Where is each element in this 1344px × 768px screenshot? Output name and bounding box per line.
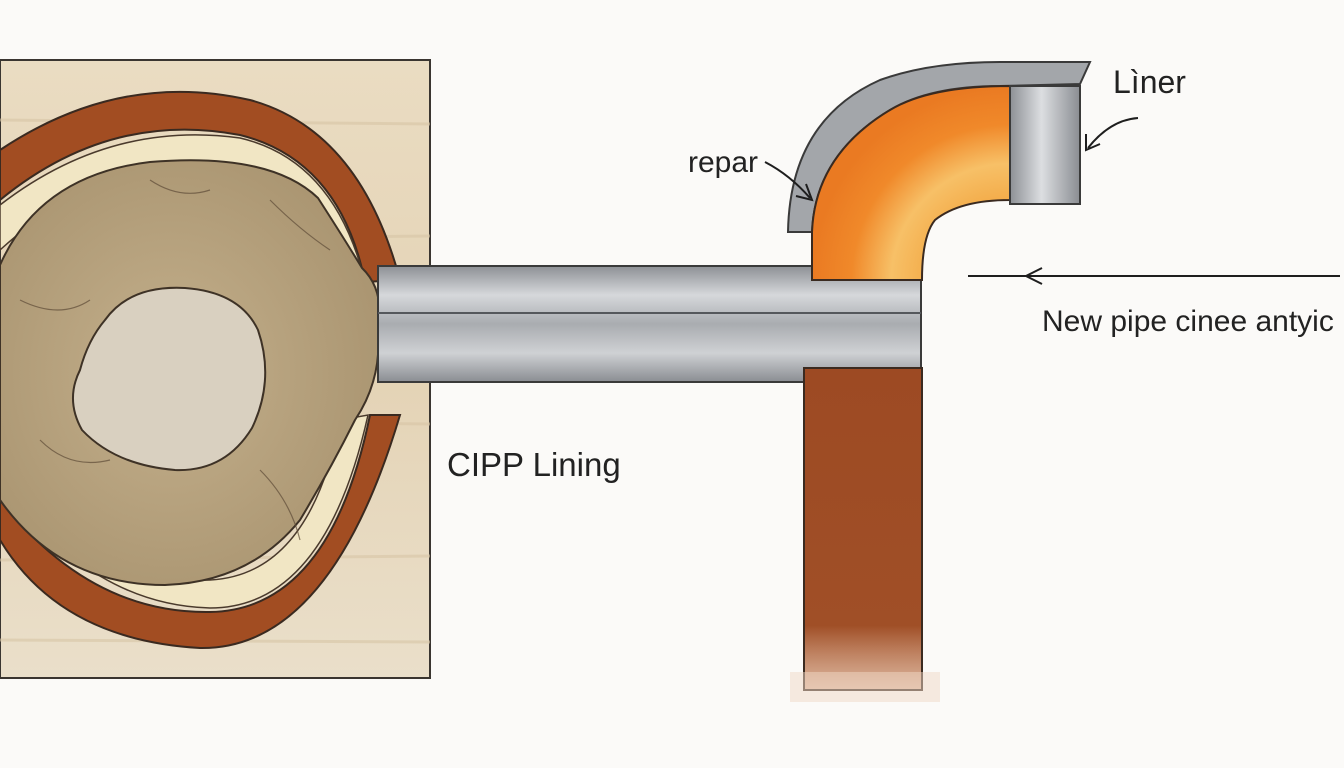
repair-arrow	[764, 161, 814, 202]
repair-label: repar	[688, 146, 759, 179]
liner-block	[1009, 85, 1081, 205]
cipp-lining-label: CIPP Lining	[447, 446, 621, 483]
liner-arrow	[1085, 117, 1139, 152]
sediment-cracks	[19, 179, 331, 541]
new-pipe-label: New pipe cinee antyic	[1042, 305, 1334, 338]
inner-core	[71, 286, 267, 472]
vertical-pipe-fade	[790, 672, 940, 702]
vertical-pipe	[803, 367, 923, 691]
horizontal-pipe	[377, 265, 922, 383]
orange-liner	[811, 84, 1011, 281]
old-pipe-wall-bottom	[0, 414, 402, 650]
new-pipe-arrow	[968, 267, 1340, 285]
liner-label: Lìner	[1113, 64, 1186, 100]
